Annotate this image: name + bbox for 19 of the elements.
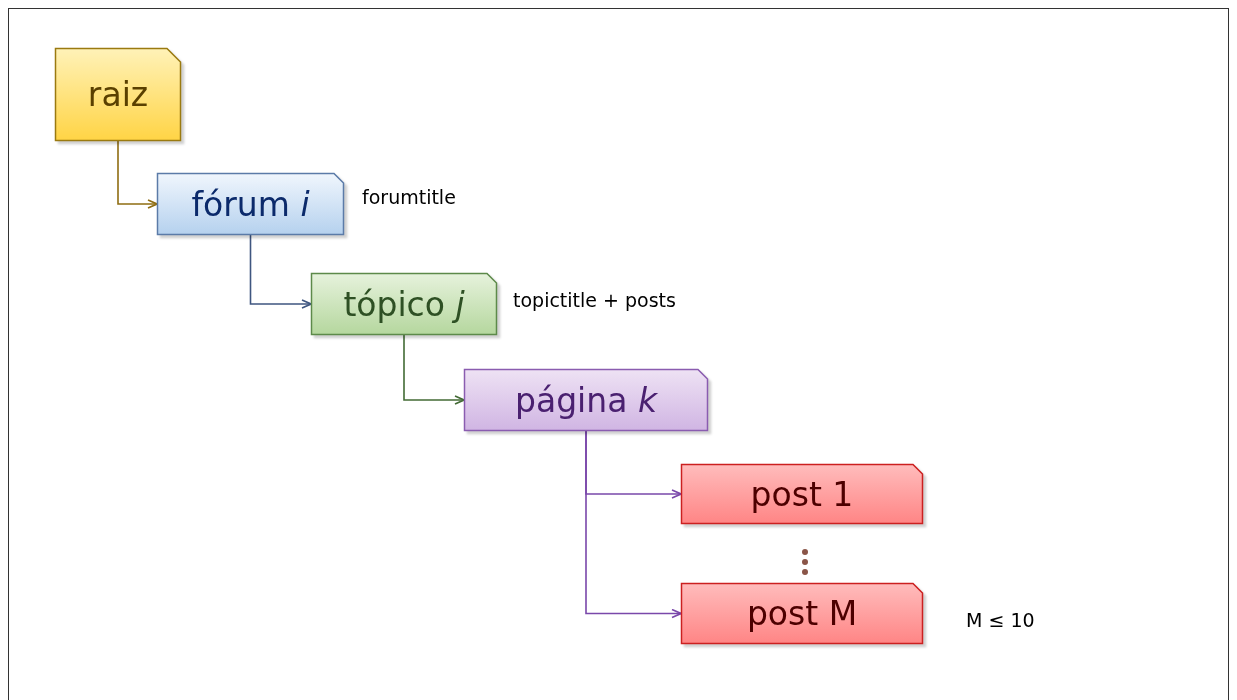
note-box: [464, 369, 708, 431]
annotation-text: M ≤ 10: [966, 609, 1035, 631]
connector-arrow: [585, 430, 682, 619]
node-label: raiz: [87, 75, 149, 114]
connector-arrow: [117, 140, 158, 209]
note-box: [311, 273, 497, 335]
node-label: post 1: [750, 474, 854, 514]
node-label: tópico j: [343, 284, 465, 324]
node-label: post M: [746, 594, 858, 633]
connector-arrow: [249, 234, 312, 309]
note-box: [157, 173, 344, 235]
connector-arrow: [403, 334, 465, 405]
annotation-text: forumtitle: [362, 186, 456, 208]
note-box: [55, 48, 181, 141]
node-label: fórum i: [191, 184, 310, 224]
node-label: página k: [514, 380, 657, 420]
note-box: [681, 464, 923, 524]
annotation-text: topictitle + posts: [513, 289, 676, 311]
note-box: [681, 583, 923, 644]
